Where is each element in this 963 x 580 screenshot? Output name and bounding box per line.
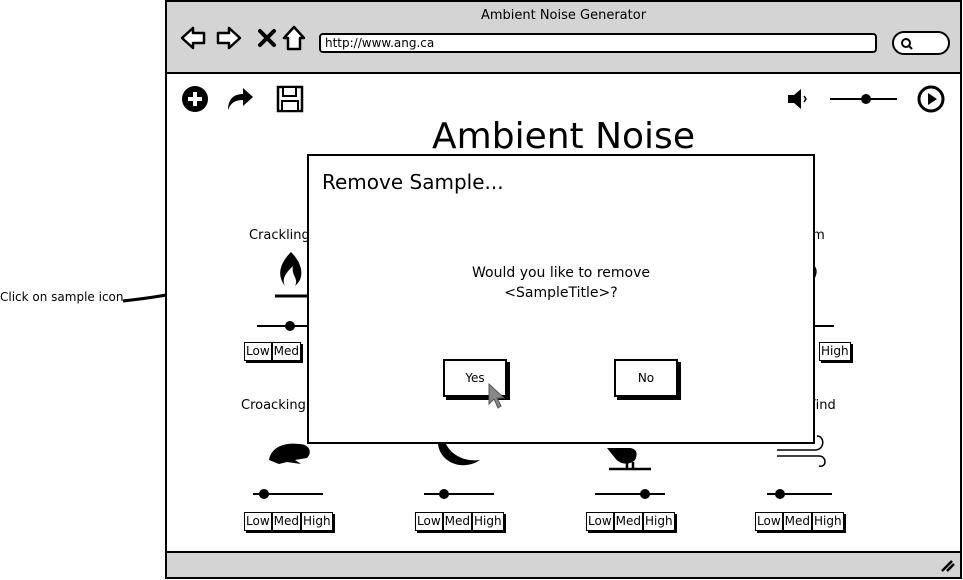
search-icon xyxy=(901,38,913,50)
sample-volume-slider[interactable] xyxy=(595,488,665,500)
share-icon[interactable] xyxy=(225,84,255,114)
sample-volume-slider-knob[interactable] xyxy=(775,489,785,499)
back-icon[interactable] xyxy=(179,24,207,52)
level-med-button[interactable]: Med xyxy=(442,512,472,531)
sample-volume-slider-knob[interactable] xyxy=(439,489,449,499)
volume-slider[interactable] xyxy=(830,93,897,105)
page-title: Ambient Noise xyxy=(432,116,695,157)
level-low-button[interactable]: Low xyxy=(415,512,443,531)
play-icon[interactable] xyxy=(916,84,946,114)
dialog-message-line-2: <SampleTitle>? xyxy=(504,285,618,301)
level-high-button[interactable]: High xyxy=(643,512,675,531)
sample-volume-slider[interactable] xyxy=(767,488,832,500)
level-high-button[interactable]: High xyxy=(472,512,504,531)
forward-icon[interactable] xyxy=(215,24,243,52)
sample-card: Vind Low Med High xyxy=(755,398,927,538)
sample-volume-slider-knob[interactable] xyxy=(640,489,650,499)
level-low-button[interactable]: Low xyxy=(244,342,272,361)
sample-card: rm High xyxy=(807,228,927,368)
stop-icon[interactable] xyxy=(253,24,281,52)
dialog-title: Remove Sample... xyxy=(322,170,504,194)
level-med-button[interactable]: Med xyxy=(782,512,812,531)
level-buttons: High xyxy=(819,342,851,361)
sample-card: Crackling Low Med xyxy=(244,228,369,368)
volume-slider-knob[interactable] xyxy=(861,94,871,104)
sample-volume-slider[interactable] xyxy=(257,320,317,332)
level-buttons: Low Med xyxy=(244,342,301,361)
resize-grip-icon[interactable] xyxy=(938,557,956,573)
url-input[interactable]: http://www.ang.ca xyxy=(319,33,877,53)
sample-title: Croacking xyxy=(241,398,306,413)
home-icon[interactable] xyxy=(280,24,308,52)
sample-volume-slider[interactable] xyxy=(253,488,323,500)
sample-title: Vind xyxy=(807,398,836,413)
level-buttons: Low Med High xyxy=(755,512,844,531)
sample-volume-slider-knob[interactable] xyxy=(285,321,295,331)
level-med-button[interactable]: Med xyxy=(613,512,643,531)
level-low-button[interactable]: Low xyxy=(755,512,783,531)
level-high-button[interactable]: High xyxy=(812,512,844,531)
level-high-button[interactable]: High xyxy=(301,512,333,531)
sample-card: Low Med High xyxy=(583,398,703,538)
sample-title: Crackling xyxy=(249,228,310,243)
add-icon[interactable] xyxy=(180,84,210,114)
search-field[interactable] xyxy=(892,31,950,55)
level-high-button[interactable]: High xyxy=(819,342,851,361)
moon-icon[interactable] xyxy=(436,442,486,470)
level-buttons: Low Med High xyxy=(244,512,333,531)
annotation-text: Click on sample icon. xyxy=(0,290,128,304)
dialog-message-line-1: Would you like to remove xyxy=(472,265,650,281)
sample-volume-slider-knob[interactable] xyxy=(259,489,269,499)
level-buttons: Low Med High xyxy=(415,512,504,531)
sample-card: Croacking Low Med High xyxy=(241,398,361,538)
mouse-cursor-icon xyxy=(488,382,506,409)
dialog-message: Would you like to remove <SampleTitle>? xyxy=(309,263,813,303)
browser-window: Ambient Noise Generator http://www.ang.c… xyxy=(165,0,962,579)
no-button[interactable]: No xyxy=(614,359,678,397)
sample-title: rm xyxy=(807,228,825,243)
sample-card: Low Med High xyxy=(412,398,532,538)
level-low-button[interactable]: Low xyxy=(244,512,272,531)
sample-volume-slider[interactable] xyxy=(424,488,494,500)
level-buttons: Low Med High xyxy=(586,512,675,531)
save-icon[interactable] xyxy=(275,84,305,114)
bird-icon[interactable] xyxy=(605,442,655,472)
browser-chrome: Ambient Noise Generator http://www.ang.c… xyxy=(167,2,960,74)
level-low-button[interactable]: Low xyxy=(586,512,614,531)
window-title: Ambient Noise Generator xyxy=(480,8,647,23)
level-med-button[interactable]: Med xyxy=(271,512,301,531)
remove-sample-dialog: Remove Sample... Would you like to remov… xyxy=(307,154,815,444)
frog-icon[interactable] xyxy=(265,434,315,464)
volume-icon xyxy=(788,89,807,109)
fire-icon[interactable] xyxy=(271,250,311,300)
level-med-button[interactable]: Med xyxy=(271,342,301,361)
sample-volume-slider[interactable] xyxy=(807,320,834,332)
status-bar xyxy=(167,551,960,577)
wind-icon[interactable] xyxy=(775,428,827,468)
